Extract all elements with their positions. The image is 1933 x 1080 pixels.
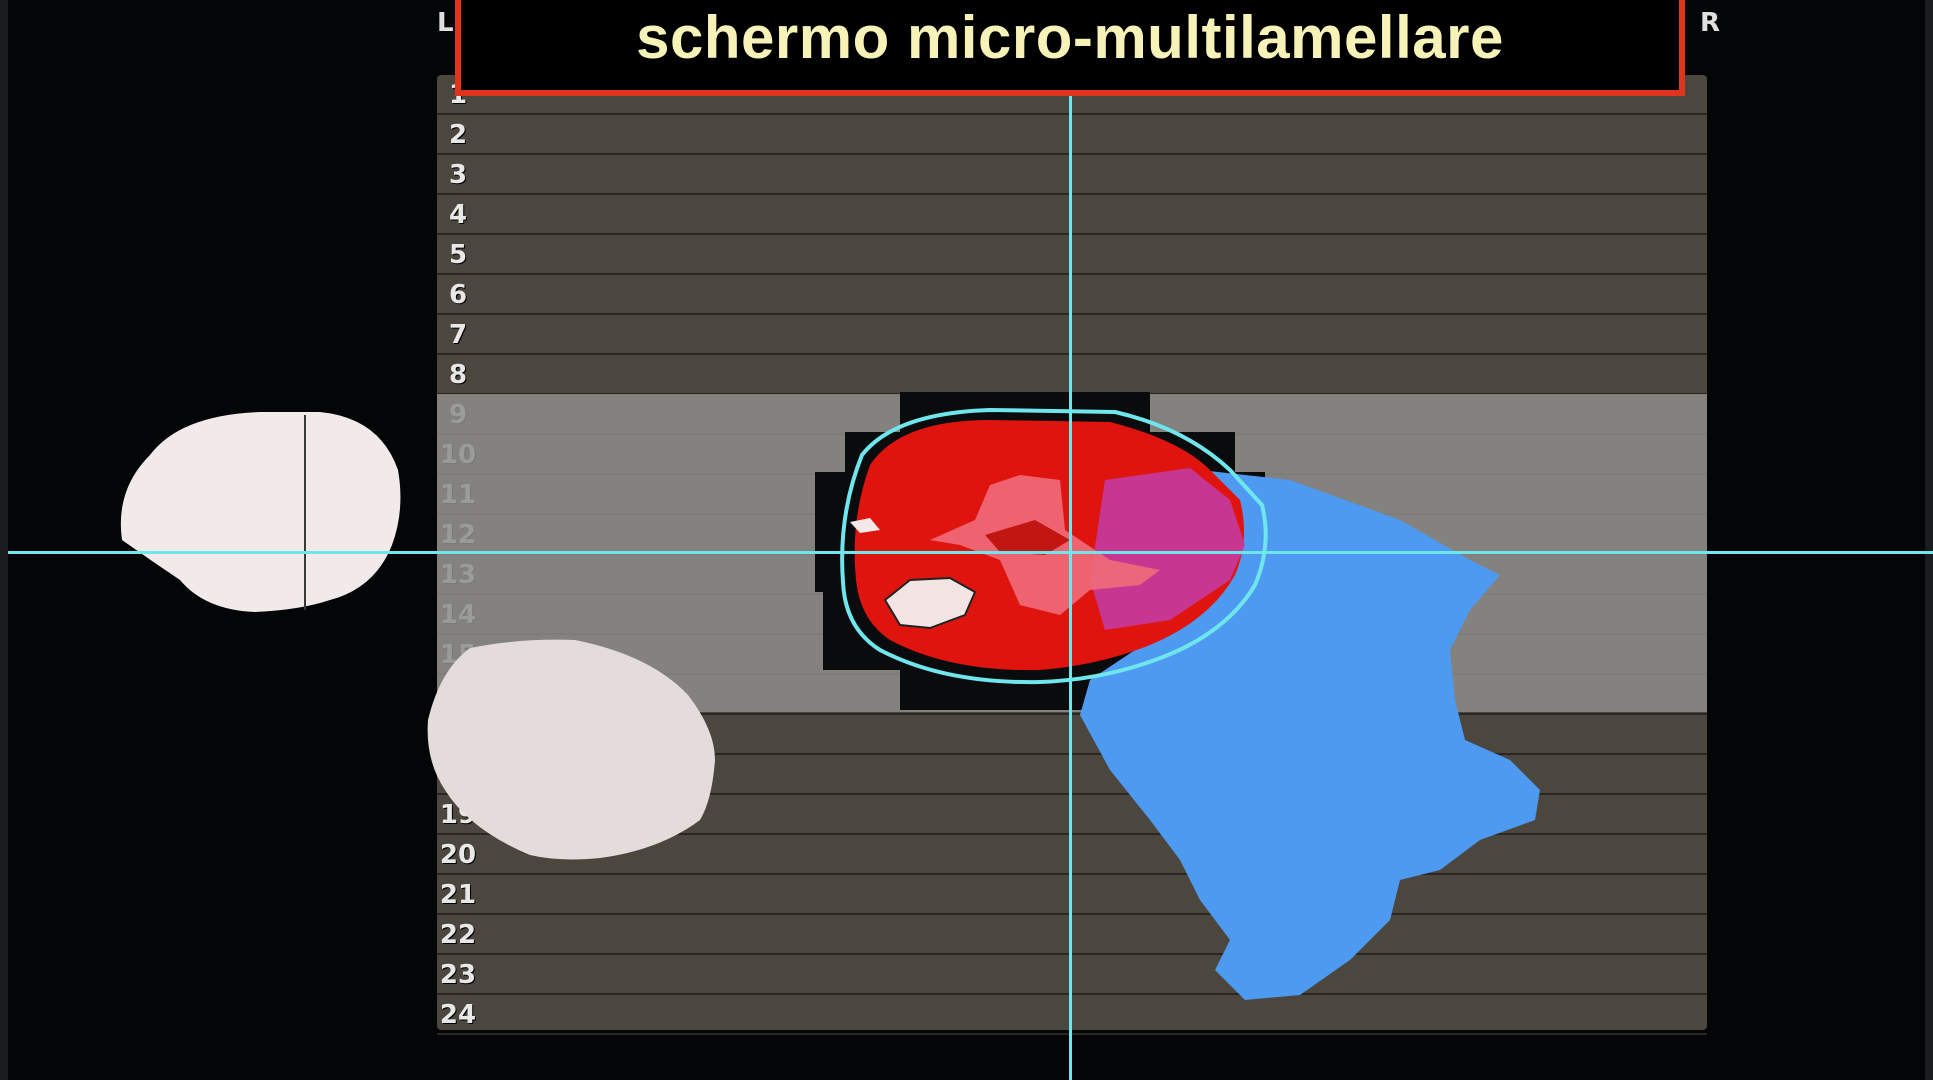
leaf-row: 2 bbox=[437, 115, 1707, 155]
right-side-label: R bbox=[1700, 8, 1721, 38]
slide-title-box: schermo micro-multilamellare bbox=[455, 0, 1685, 96]
overlap-region bbox=[1090, 468, 1245, 630]
target-contour bbox=[840, 407, 1268, 685]
left-side-label: L bbox=[437, 8, 454, 38]
leaf-number: 5 bbox=[448, 240, 468, 270]
leaf-row: 24 bbox=[437, 995, 1707, 1035]
leaf-row: 21 bbox=[437, 875, 1707, 915]
leaf-number: 24 bbox=[439, 1000, 477, 1030]
leaf-row: 23 bbox=[437, 955, 1707, 995]
crosshair-vertical bbox=[1069, 0, 1072, 1080]
leaf-number: 3 bbox=[448, 160, 468, 190]
leaf-number: 7 bbox=[448, 320, 468, 350]
slide-title: schermo micro-multilamellare bbox=[636, 4, 1504, 71]
monitor-bezel-left bbox=[0, 0, 8, 1080]
white-spot-medium bbox=[883, 576, 977, 630]
monitor-bezel-right bbox=[1925, 0, 1933, 1080]
leaf-row: 5 bbox=[437, 235, 1707, 275]
leaf-number: 6 bbox=[448, 280, 468, 310]
leaf-row: 20 bbox=[437, 835, 1707, 875]
dark-internal-core bbox=[985, 520, 1070, 555]
leaf-number: 22 bbox=[439, 920, 477, 950]
leaf-row: 4 bbox=[437, 195, 1707, 235]
leaf-row: 6 bbox=[437, 275, 1707, 315]
leaf-number: 20 bbox=[439, 840, 477, 870]
white-organ-upper bbox=[120, 412, 401, 612]
leaf-number: 23 bbox=[439, 960, 477, 990]
leaf-row: 3 bbox=[437, 155, 1707, 195]
white-organ-lower bbox=[427, 639, 715, 860]
crosshair-horizontal bbox=[8, 551, 1933, 554]
white-spot-small bbox=[850, 518, 880, 533]
leaf-row: 22 bbox=[437, 915, 1707, 955]
leaf-row: 7 bbox=[437, 315, 1707, 355]
leaf-number: 21 bbox=[439, 880, 477, 910]
leaf-number: 8 bbox=[448, 360, 468, 390]
leaf-number: 4 bbox=[448, 200, 468, 230]
leaf-number: 2 bbox=[448, 120, 468, 150]
